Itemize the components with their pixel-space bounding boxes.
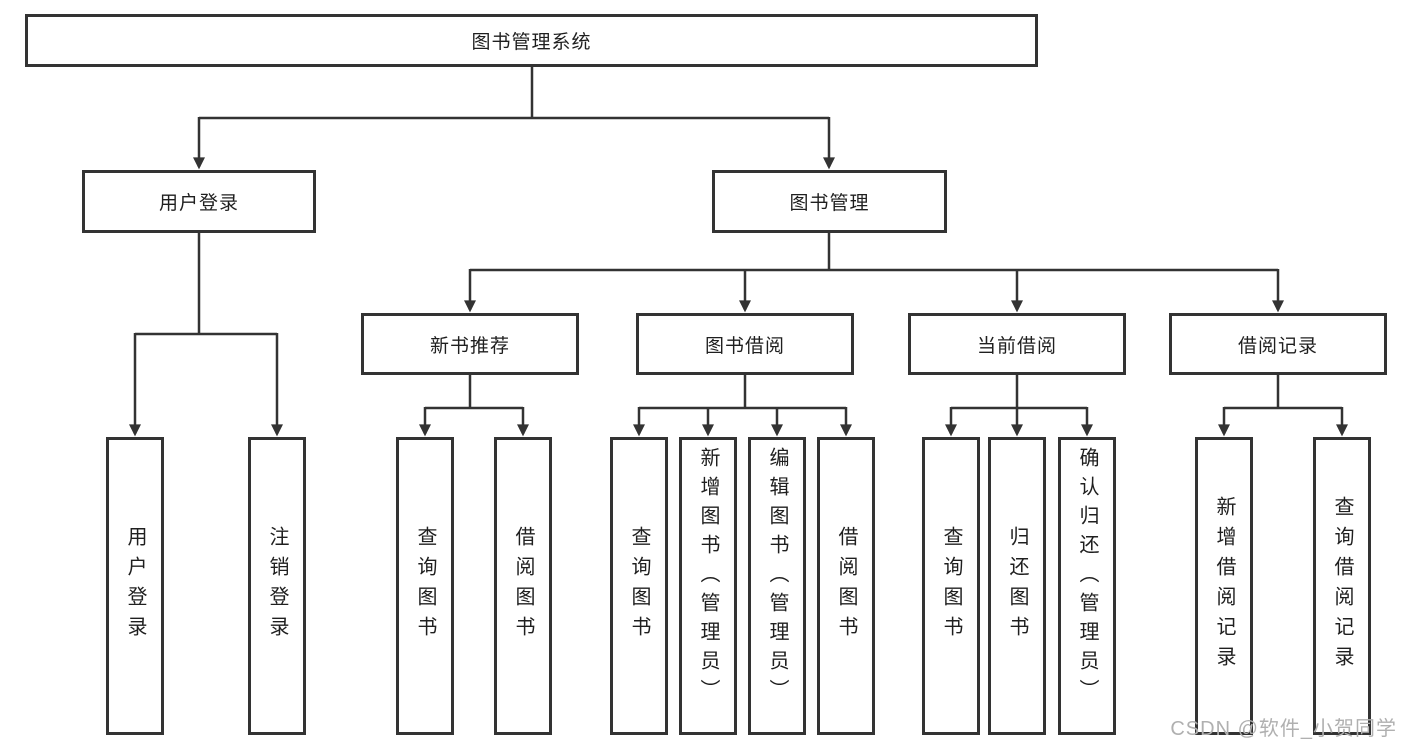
leaf-add-books-admin: 新增图书（管理员） — [679, 437, 737, 735]
leaf-borrow-books-borrowing-label: 借阅图书 — [835, 526, 857, 646]
leaf-user-login-label: 用户登录 — [124, 526, 146, 646]
node-new-book-recommend-label: 新书推荐 — [429, 335, 510, 357]
leaf-add-borrow-record-label: 新增借阅记录 — [1213, 496, 1235, 676]
node-book-management: 图书管理 — [712, 170, 947, 233]
leaf-add-borrow-record: 新增借阅记录 — [1195, 437, 1253, 735]
leaf-add-books-admin-label: 新增图书（管理员） — [697, 447, 719, 708]
leaf-borrow-books-recommend: 借阅图书 — [494, 437, 552, 735]
leaf-user-login: 用户登录 — [106, 437, 164, 735]
node-book-borrowing: 图书借阅 — [636, 313, 854, 375]
node-root-label: 图书管理系统 — [471, 32, 592, 53]
leaf-query-books-borrowing-label: 查询图书 — [628, 526, 650, 646]
node-new-book-recommend: 新书推荐 — [361, 313, 579, 375]
node-borrowing-records: 借阅记录 — [1169, 313, 1387, 375]
node-current-borrowing-label: 当前借阅 — [976, 335, 1057, 357]
node-book-borrowing-label: 图书借阅 — [704, 335, 785, 357]
leaf-confirm-return-admin-label: 确认归还（管理员） — [1076, 447, 1098, 708]
node-user-login: 用户登录 — [82, 170, 316, 233]
leaf-logout: 注销登录 — [248, 437, 306, 735]
leaf-confirm-return-admin: 确认归还（管理员） — [1058, 437, 1116, 735]
leaf-return-books: 归还图书 — [988, 437, 1046, 735]
node-root: 图书管理系统 — [25, 14, 1038, 67]
leaf-query-borrow-record-label: 查询借阅记录 — [1331, 496, 1353, 676]
node-borrowing-records-label: 借阅记录 — [1237, 335, 1318, 357]
node-current-borrowing: 当前借阅 — [908, 313, 1126, 375]
leaf-query-books-current: 查询图书 — [922, 437, 980, 735]
leaf-query-books-borrowing: 查询图书 — [610, 437, 668, 735]
leaf-edit-books-admin-label: 编辑图书（管理员） — [766, 447, 788, 708]
leaf-return-books-label: 归还图书 — [1006, 526, 1028, 646]
leaf-query-books-recommend-label: 查询图书 — [414, 526, 436, 646]
leaf-query-borrow-record: 查询借阅记录 — [1313, 437, 1371, 735]
csdn-watermark: CSDN @软件_小贺同学 — [1170, 718, 1397, 740]
leaf-edit-books-admin: 编辑图书（管理员） — [748, 437, 806, 735]
node-user-login-label: 用户登录 — [158, 193, 239, 214]
leaf-borrow-books-recommend-label: 借阅图书 — [512, 526, 534, 646]
leaf-query-books-current-label: 查询图书 — [940, 526, 962, 646]
node-book-management-label: 图书管理 — [789, 193, 870, 214]
leaf-query-books-recommend: 查询图书 — [396, 437, 454, 735]
leaf-logout-label: 注销登录 — [266, 526, 288, 646]
leaf-borrow-books-borrowing: 借阅图书 — [817, 437, 875, 735]
